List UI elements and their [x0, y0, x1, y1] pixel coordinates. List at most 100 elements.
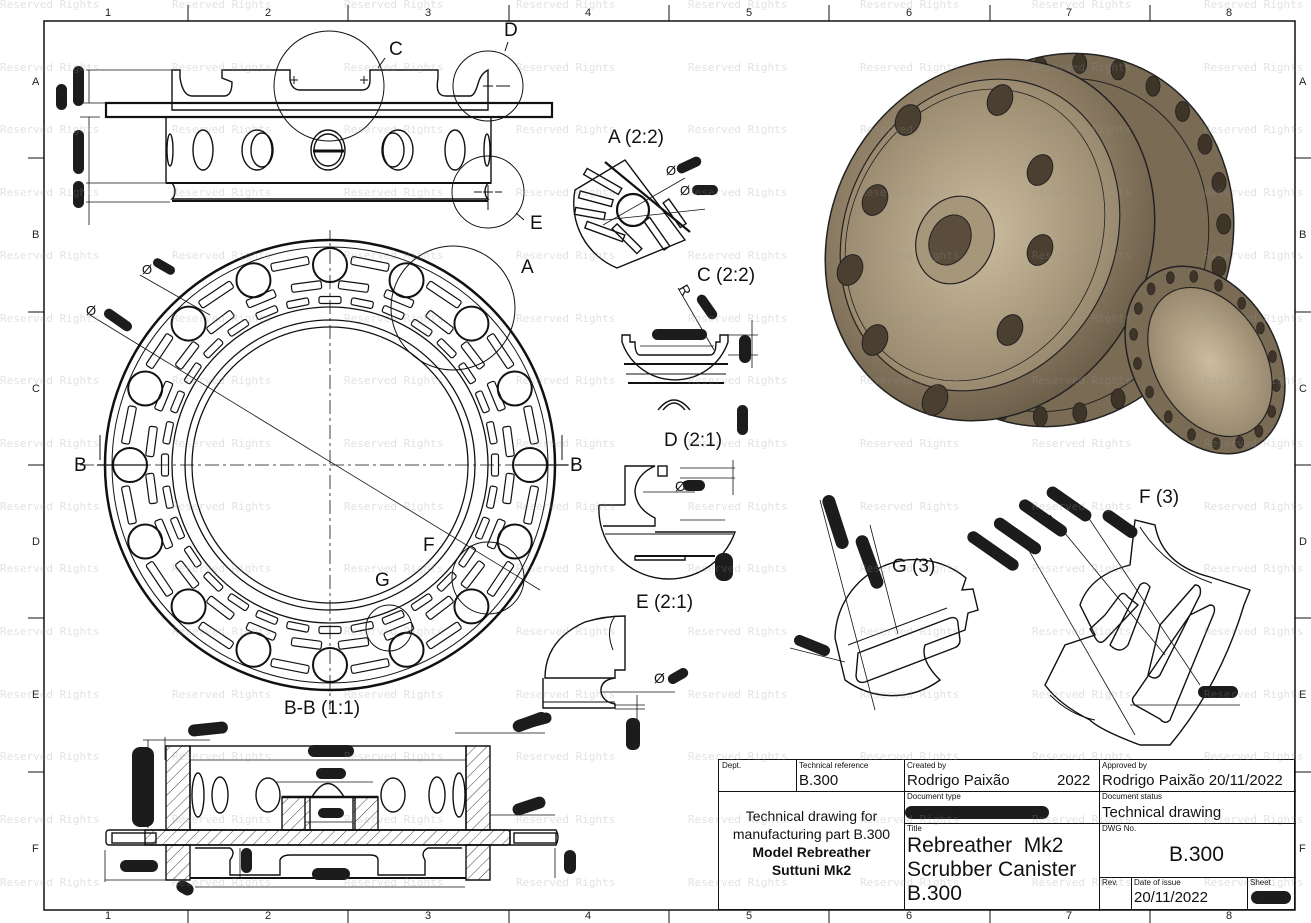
- vent-slot: [460, 560, 485, 589]
- row-label: B: [32, 229, 40, 241]
- section-bb-view: [80, 230, 575, 710]
- row-label: E: [1299, 689, 1307, 701]
- vent-hole: [453, 588, 490, 625]
- redacted-dimension: [715, 553, 733, 581]
- iso-flange-slot: [1072, 53, 1088, 74]
- vent-slot: [486, 518, 506, 550]
- diameter-symbol: Ø: [86, 303, 97, 318]
- detail-circle-f: [451, 541, 525, 615]
- vent-slot: [227, 318, 250, 337]
- iso-vent-hole: [986, 84, 1014, 116]
- isometric-render: [824, 52, 1286, 455]
- vent-slot: [426, 280, 462, 309]
- vent-slot: [245, 621, 277, 641]
- iso-flange-slot: [1032, 406, 1048, 427]
- row-label: A: [32, 76, 40, 88]
- diameter-leader: [89, 314, 541, 591]
- tb-sheet: Sheet: [1247, 877, 1296, 909]
- tb-caption: Title: [907, 824, 922, 833]
- iso-cap-slot: [1211, 437, 1221, 450]
- row-label: D: [32, 536, 40, 548]
- vent-slot: [121, 405, 137, 445]
- redacted-dimension: [132, 747, 154, 827]
- column-label: 4: [585, 7, 592, 19]
- tb-title-line3: B.300: [907, 882, 962, 905]
- vent-slot: [486, 380, 506, 412]
- diameter-symbol: Ø: [666, 163, 677, 178]
- tb-desc-line2: manufacturing part B.300: [732, 826, 891, 842]
- iso-vent-hole: [1026, 234, 1054, 266]
- section-bb-label: B-B (1:1): [284, 698, 361, 719]
- vent-slot: [183, 545, 202, 568]
- iso-cap-slot: [1267, 405, 1276, 418]
- vent-slot: [486, 333, 515, 369]
- iso-cap-slot: [1254, 424, 1264, 438]
- iso-cap-slot: [1214, 279, 1223, 292]
- iso-vent-hole: [1026, 154, 1054, 186]
- column-label: 8: [1226, 7, 1233, 19]
- vent-slot: [436, 338, 457, 359]
- diameter-symbol: Ø: [142, 262, 153, 277]
- vent-slot: [198, 621, 234, 650]
- iso-cap-slot: [1146, 282, 1156, 296]
- iso-cap-slot: [1237, 296, 1246, 310]
- vent-slot: [145, 561, 174, 597]
- iso-vent-hole: [921, 384, 949, 416]
- row-label: E: [32, 689, 40, 701]
- tb-value: Rodrigo Paixão 20/11/2022: [1102, 772, 1283, 789]
- tb-caption: Document type: [907, 792, 961, 801]
- redacted-dimension: [683, 480, 705, 491]
- redacted-dimension: [120, 860, 158, 872]
- diameter-leader: [139, 274, 211, 316]
- redacted-value: [905, 806, 1049, 819]
- column-label: 8: [1226, 910, 1233, 922]
- tb-dept: Dept.: [719, 760, 797, 792]
- vent-slot: [121, 485, 137, 525]
- detail-e-view: [542, 615, 675, 725]
- redacted-dimension: [73, 130, 84, 174]
- vent-slot: [255, 305, 279, 320]
- vent-slot: [337, 637, 370, 650]
- vent-slot: [270, 658, 310, 674]
- vent-slot: [475, 390, 490, 414]
- detail-a-view: [573, 159, 705, 269]
- vent-slot: [426, 621, 462, 650]
- row-label: C: [1299, 383, 1307, 395]
- tb-caption: Dept.: [722, 761, 742, 770]
- row-label: B: [1299, 229, 1307, 241]
- redacted-dimension: [56, 84, 67, 110]
- iso-flange-slot: [1216, 213, 1232, 235]
- redacted-dimension: [1198, 686, 1238, 698]
- vent-slot: [145, 425, 158, 458]
- redacted-dimension: [564, 850, 576, 874]
- cut-mark-left: B: [74, 455, 87, 476]
- vent-slot: [175, 560, 200, 589]
- vent-slot: [290, 280, 323, 293]
- tb-desc-line1: Technical drawing for: [745, 808, 878, 824]
- redacted-dimension: [73, 181, 84, 208]
- vent-hole: [170, 588, 207, 625]
- detail-circle-g: [365, 604, 413, 652]
- detail-d-label: D (2:1): [664, 430, 723, 451]
- iso-vent-hole: [996, 314, 1024, 346]
- column-label: 6: [906, 7, 913, 19]
- vent-slot: [245, 289, 277, 309]
- vent-slot: [425, 310, 454, 335]
- iso-cap-slot: [1133, 357, 1142, 370]
- vent-slot: [206, 595, 235, 620]
- diameter-symbol: Ø: [680, 183, 691, 198]
- iso-cap-slot: [1272, 379, 1281, 392]
- vent-slot: [350, 256, 390, 272]
- vent-slot: [198, 280, 234, 309]
- iso-flange-slot: [1145, 75, 1161, 97]
- iso-flange-slot: [1197, 133, 1213, 155]
- vent-slot: [270, 256, 310, 272]
- vent-slot: [290, 637, 323, 650]
- iso-flange-slot: [1110, 388, 1126, 410]
- tb-rev: Rev.: [1099, 877, 1132, 909]
- iso-flange-slot: [1175, 101, 1190, 122]
- iso-cap-slot: [1129, 328, 1138, 341]
- redacted-dimension: [316, 768, 346, 779]
- vent-slot: [170, 390, 185, 414]
- detail-g-view: [790, 499, 979, 711]
